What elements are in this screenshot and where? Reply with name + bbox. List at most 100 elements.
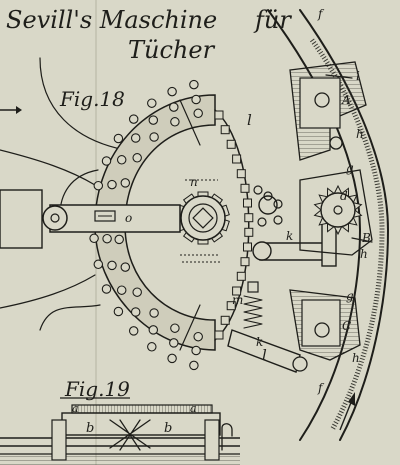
dotted-guides bbox=[180, 179, 220, 263]
roller bbox=[167, 353, 177, 364]
roller bbox=[114, 234, 124, 245]
roller bbox=[147, 342, 157, 352]
roller bbox=[116, 285, 127, 295]
rack-tooth bbox=[244, 213, 254, 223]
rack-tooth bbox=[214, 110, 224, 120]
rack-tooth bbox=[244, 227, 254, 237]
roller bbox=[113, 306, 124, 317]
roller bbox=[170, 117, 180, 127]
roller bbox=[113, 133, 124, 144]
left-hub-block bbox=[0, 189, 43, 249]
label-l-upper: l bbox=[247, 111, 252, 129]
roller bbox=[149, 132, 159, 142]
rack-tooth bbox=[243, 198, 252, 208]
label-g-lower: g bbox=[346, 289, 354, 303]
middle-rollers bbox=[253, 185, 283, 227]
label-k-upper: k bbox=[286, 229, 293, 243]
fig19-drawing: a a b b bbox=[0, 397, 240, 465]
roller bbox=[147, 98, 157, 108]
roller bbox=[169, 102, 179, 112]
roller bbox=[93, 180, 104, 191]
roller bbox=[148, 115, 159, 125]
roller bbox=[89, 233, 99, 244]
housing-c bbox=[289, 289, 361, 361]
rack-tooth bbox=[240, 183, 250, 193]
central-gear bbox=[176, 191, 230, 245]
roller bbox=[149, 308, 159, 318]
label-h-mid: h bbox=[360, 247, 368, 261]
roller bbox=[132, 287, 142, 297]
label-b-left: b bbox=[86, 421, 94, 436]
label-a-left: a bbox=[72, 402, 79, 415]
roller bbox=[189, 79, 199, 90]
label-h-lower: h bbox=[352, 351, 360, 365]
label-g-upper: g bbox=[346, 161, 354, 175]
roller bbox=[120, 178, 131, 188]
label-n: n bbox=[190, 175, 198, 189]
label-a-right: a bbox=[190, 402, 197, 415]
toothed-rack bbox=[214, 109, 254, 341]
roller bbox=[101, 156, 112, 166]
roller bbox=[189, 360, 199, 371]
roller bbox=[167, 86, 177, 97]
fig19-label: Fig.19 bbox=[64, 377, 130, 401]
rack-tooth bbox=[220, 315, 230, 325]
roller bbox=[130, 307, 141, 317]
toothed-wheel-d bbox=[313, 184, 363, 236]
spring-m bbox=[243, 281, 263, 329]
roller bbox=[107, 179, 117, 190]
plate-title: Sevill's Maschine für Tücher bbox=[6, 6, 292, 64]
roller bbox=[107, 260, 117, 271]
lower-lever bbox=[227, 329, 308, 373]
rotation-arrow bbox=[339, 392, 355, 431]
roller-circles bbox=[89, 79, 203, 371]
rack-tooth bbox=[243, 242, 252, 252]
roller bbox=[93, 259, 104, 270]
roller bbox=[170, 323, 180, 333]
label-m: m bbox=[232, 293, 243, 307]
roller bbox=[102, 233, 112, 244]
roller bbox=[193, 331, 203, 342]
rack-tooth bbox=[226, 301, 236, 311]
housing-a bbox=[289, 61, 367, 161]
roller bbox=[128, 326, 139, 336]
rack-tooth bbox=[236, 271, 246, 281]
label-B: B bbox=[361, 231, 371, 245]
roller bbox=[193, 108, 203, 119]
roller bbox=[191, 94, 201, 105]
roller bbox=[148, 325, 159, 335]
roller bbox=[120, 262, 131, 272]
roller bbox=[191, 345, 201, 356]
label-f-bottom: f bbox=[317, 381, 325, 395]
label-o: o bbox=[125, 211, 132, 225]
rack-tooth bbox=[232, 286, 242, 296]
rack-tooth bbox=[236, 169, 246, 179]
rack-tooth bbox=[240, 257, 250, 267]
rack-tooth bbox=[226, 139, 236, 149]
housing-b bbox=[299, 169, 373, 256]
label-d: d bbox=[340, 189, 348, 203]
roller bbox=[130, 133, 141, 143]
right-lever bbox=[252, 219, 337, 267]
label-i: i bbox=[356, 69, 360, 83]
rack-tooth bbox=[220, 125, 230, 135]
rack-tooth bbox=[214, 330, 224, 340]
label-C: C bbox=[342, 319, 351, 333]
roller bbox=[132, 153, 142, 163]
label-A: A bbox=[341, 93, 351, 107]
part-labels: f l l o n m k k d g g h h h A B C i f bbox=[125, 7, 371, 395]
frame-arcs bbox=[0, 57, 126, 331]
fig18-label: Fig.18 bbox=[59, 87, 125, 111]
roller bbox=[116, 155, 127, 165]
title-line2: Tücher bbox=[128, 36, 216, 64]
title-line1-part2: für bbox=[253, 6, 292, 34]
label-k-lower: k bbox=[256, 335, 263, 349]
roller bbox=[128, 114, 139, 124]
label-h-upper: h bbox=[356, 127, 364, 141]
lever-arm bbox=[42, 204, 181, 233]
label-f-top: f bbox=[317, 7, 325, 21]
label-b-right: b bbox=[164, 421, 172, 436]
label-l-lower: l bbox=[262, 346, 267, 364]
roller bbox=[101, 284, 112, 294]
